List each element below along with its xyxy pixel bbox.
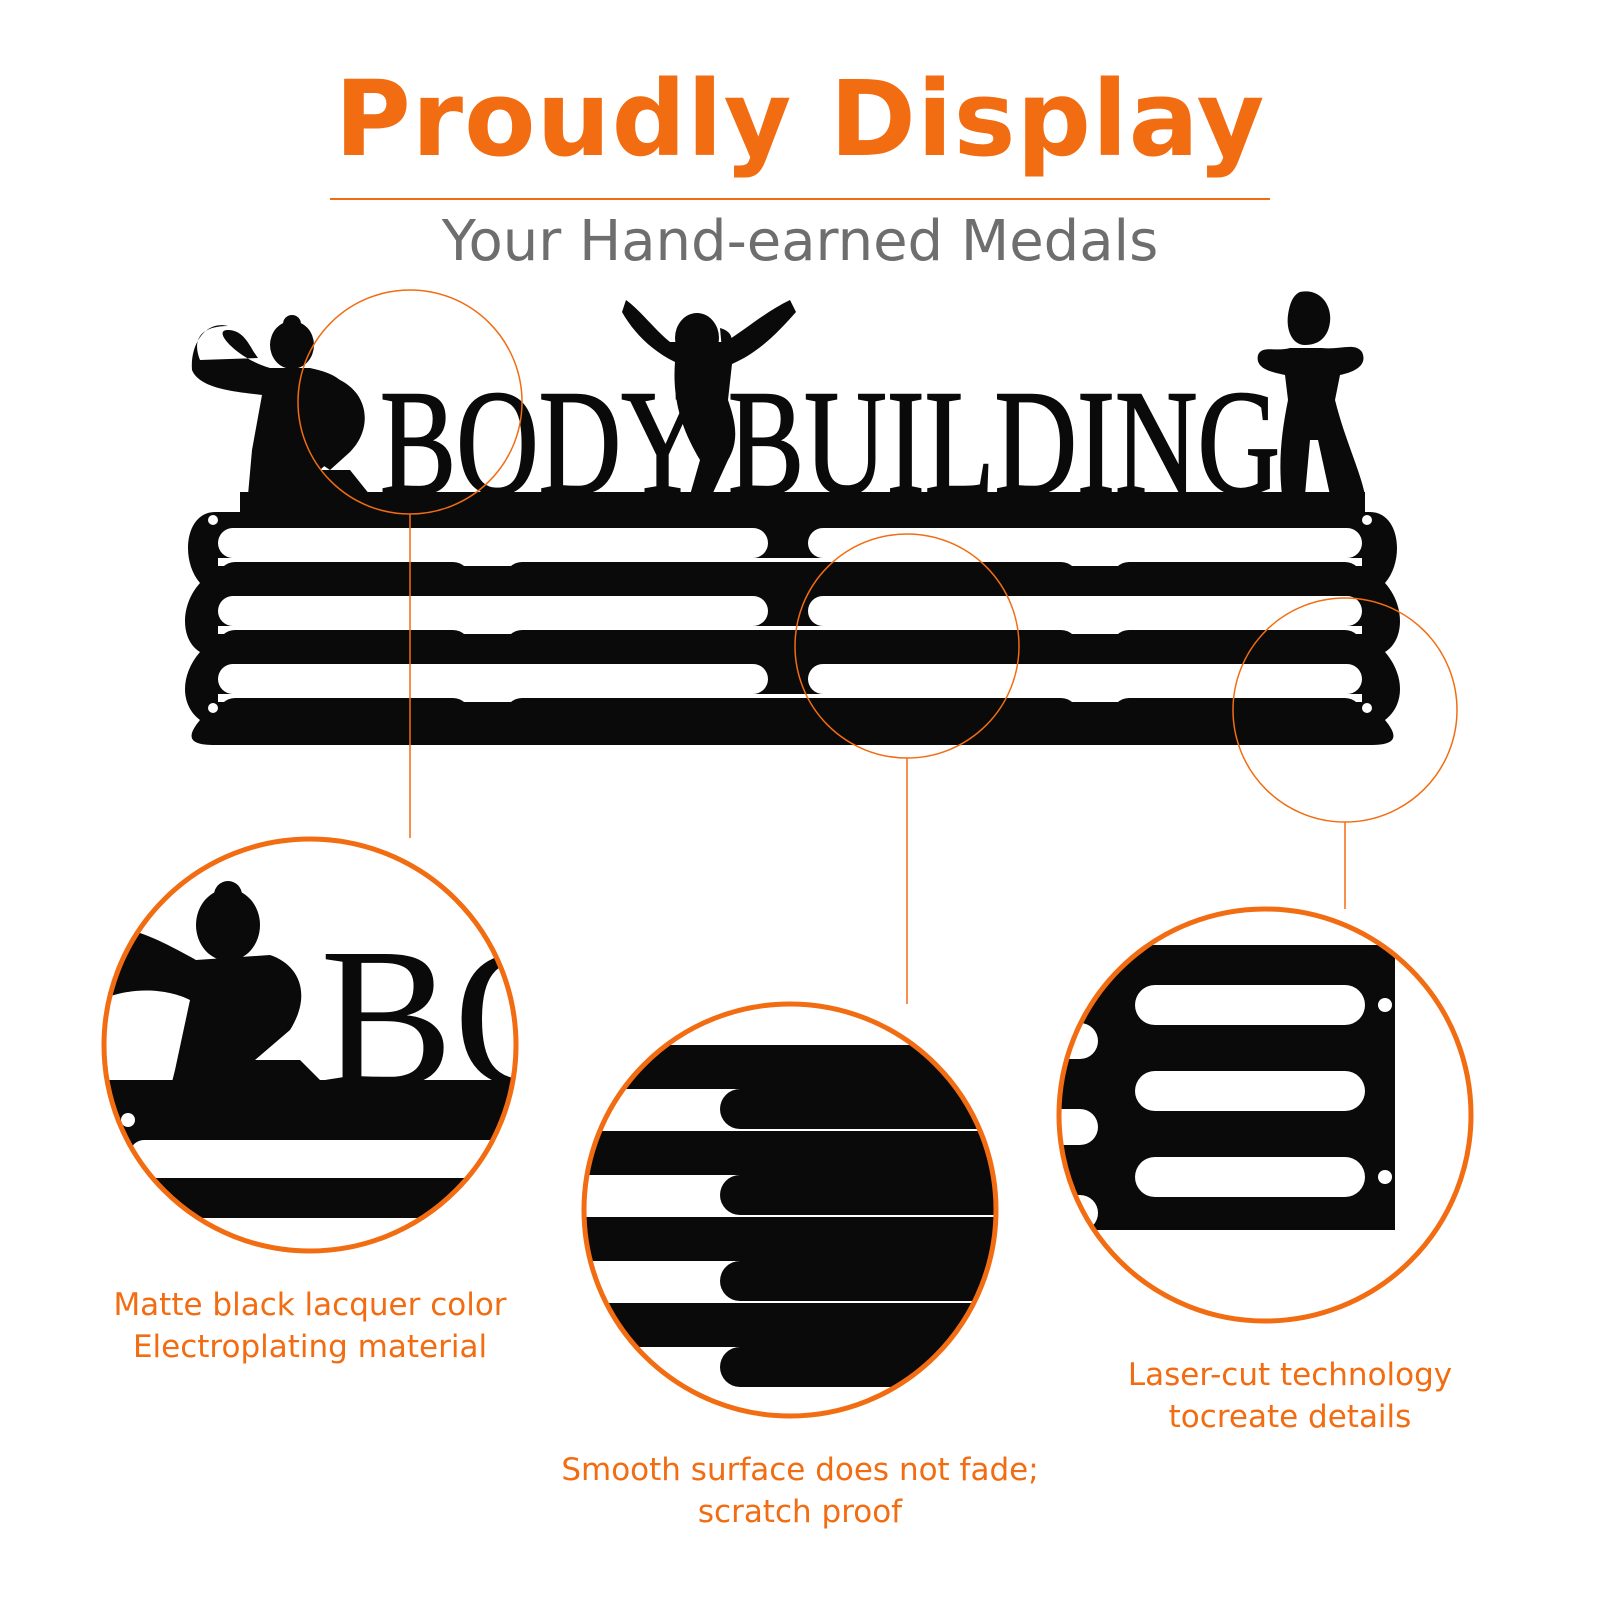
feature-caption-3: Laser-cut technology tocreate details xyxy=(1040,1355,1540,1439)
zoom-edge-slot xyxy=(1135,1071,1365,1111)
caption-1-line-1: Matte black lacquer color xyxy=(113,1287,507,1323)
headline: Proudly Display xyxy=(334,58,1266,180)
zoom-edge-gap xyxy=(1059,1109,1098,1145)
hook-slot-upper xyxy=(218,528,768,558)
hook-slot-upper xyxy=(218,664,768,694)
callout-markers xyxy=(297,289,1458,1004)
zoom-hook xyxy=(584,1045,996,1089)
headline-divider xyxy=(330,198,1270,200)
zoom-detail-lacquer: BO xyxy=(104,839,598,1251)
medal-hook xyxy=(505,562,1078,596)
zoom-edge-slot xyxy=(1135,1157,1365,1197)
zoom-slot-end xyxy=(584,1267,660,1297)
medal-hook xyxy=(505,698,1078,732)
zoom-hook-long xyxy=(720,1175,996,1215)
hook-slots xyxy=(218,528,1362,732)
zoom-mount-hole xyxy=(1378,1170,1392,1184)
bodybuilder-left-icon xyxy=(191,315,370,495)
hook-slot-upper xyxy=(218,596,768,626)
medal-hook xyxy=(218,698,470,732)
bodybuilder-right-icon xyxy=(1257,291,1365,495)
mounting-holes xyxy=(208,515,1372,713)
zoom-slot-end xyxy=(584,1181,660,1211)
caption-2-line-1: Smooth surface does not fade; xyxy=(561,1452,1039,1488)
zoom-hook-long xyxy=(720,1261,996,1301)
feature-caption-2: Smooth surface does not fade; scratch pr… xyxy=(520,1450,1080,1534)
caption-3-line-1: Laser-cut technology xyxy=(1127,1357,1453,1393)
sign-text: BODY BUILDING xyxy=(380,360,1280,526)
caption-2-line-2: scratch proof xyxy=(697,1493,903,1530)
zoom-frame-2 xyxy=(581,1001,999,1419)
zoom-hook-long xyxy=(720,1089,996,1129)
hook-slot-upper xyxy=(808,596,1362,626)
medal-hook xyxy=(218,562,470,596)
zoom-letters: BO xyxy=(320,908,598,1129)
medal-hook xyxy=(218,630,470,664)
zoom-hook xyxy=(584,1217,996,1261)
medal-hook xyxy=(1112,630,1362,664)
zoom-hook xyxy=(584,1303,996,1347)
zoom-detail-surface xyxy=(584,1004,996,1416)
medal-hook xyxy=(1112,562,1362,596)
zoom-hook-long xyxy=(720,1347,996,1387)
bodybuilder-middle-icon xyxy=(622,300,796,495)
medal-hanger: BODY BUILDING xyxy=(185,291,1400,745)
subheadline: Your Hand-earned Medals xyxy=(441,209,1159,274)
feature-caption-1: Matte black lacquer color Electroplating… xyxy=(60,1285,560,1369)
zoom-frame-1 xyxy=(101,836,519,1254)
zoom-frame-3 xyxy=(1056,906,1474,1324)
caption-1-line-2: Electroplating material xyxy=(132,1328,488,1365)
hook-slot-upper xyxy=(808,528,1362,558)
zoom-edge-slot xyxy=(1135,985,1365,1025)
hook-slot-upper xyxy=(808,664,1362,694)
medal-hook xyxy=(505,630,1078,664)
zoom-hook xyxy=(584,1131,996,1175)
caption-3-line-2: tocreate details xyxy=(1168,1398,1412,1435)
medal-hook xyxy=(1112,698,1362,732)
zoom-mount-hole xyxy=(1378,998,1392,1012)
